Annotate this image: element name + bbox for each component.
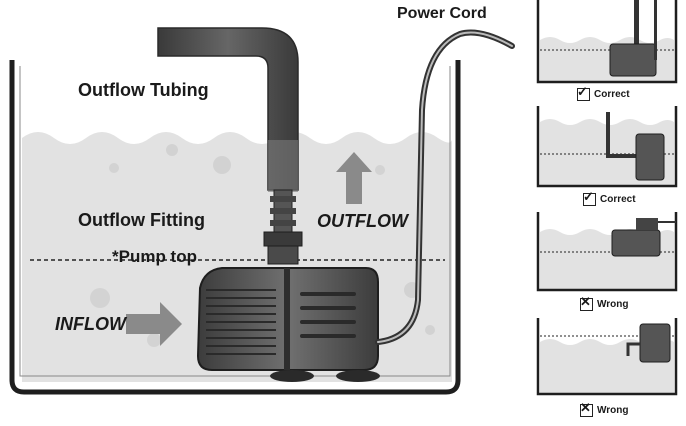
example-2-graphic bbox=[536, 106, 678, 188]
power-cord-label: Power Cord bbox=[397, 5, 487, 22]
x-mark-icon: ✕ bbox=[580, 294, 591, 309]
example-2-status-text: Correct bbox=[600, 194, 636, 205]
bubbles bbox=[90, 144, 435, 347]
pump-top-label: *Pump top bbox=[112, 247, 197, 266]
outflow-label: OUTFLOW bbox=[317, 211, 408, 231]
inflow-label: INFLOW bbox=[55, 314, 126, 334]
checkbox-icon: ✓ bbox=[583, 189, 596, 206]
outflow-fitting bbox=[263, 189, 303, 265]
tank-outline bbox=[9, 60, 461, 395]
outflow-tubing-label: Outflow Tubing bbox=[78, 80, 209, 100]
x-mark-icon: ✕ bbox=[580, 400, 591, 415]
example-1-status: ✓ Correct bbox=[577, 84, 630, 101]
check-mark-icon: ✓ bbox=[583, 189, 594, 204]
outflow-fitting-label: Outflow Fitting bbox=[78, 210, 205, 230]
check-mark-icon: ✓ bbox=[577, 84, 588, 99]
outflow-arrow bbox=[336, 152, 372, 204]
checkbox-icon: ✕ bbox=[580, 400, 593, 417]
example-4-graphic bbox=[536, 318, 678, 396]
example-3-status: ✕ Wrong bbox=[580, 294, 629, 311]
pump-body bbox=[196, 267, 380, 382]
example-4-status: ✕ Wrong bbox=[580, 400, 629, 417]
checkbox-icon: ✕ bbox=[580, 294, 593, 311]
example-1-graphic bbox=[536, 0, 678, 84]
example-1-status-text: Correct bbox=[594, 89, 630, 100]
example-3-status-text: Wrong bbox=[597, 299, 629, 310]
example-3-graphic bbox=[536, 212, 678, 292]
example-4-status-text: Wrong bbox=[597, 405, 629, 416]
inflow-arrow bbox=[126, 302, 182, 346]
example-2-status: ✓ Correct bbox=[583, 189, 636, 206]
checkbox-icon: ✓ bbox=[577, 84, 590, 101]
